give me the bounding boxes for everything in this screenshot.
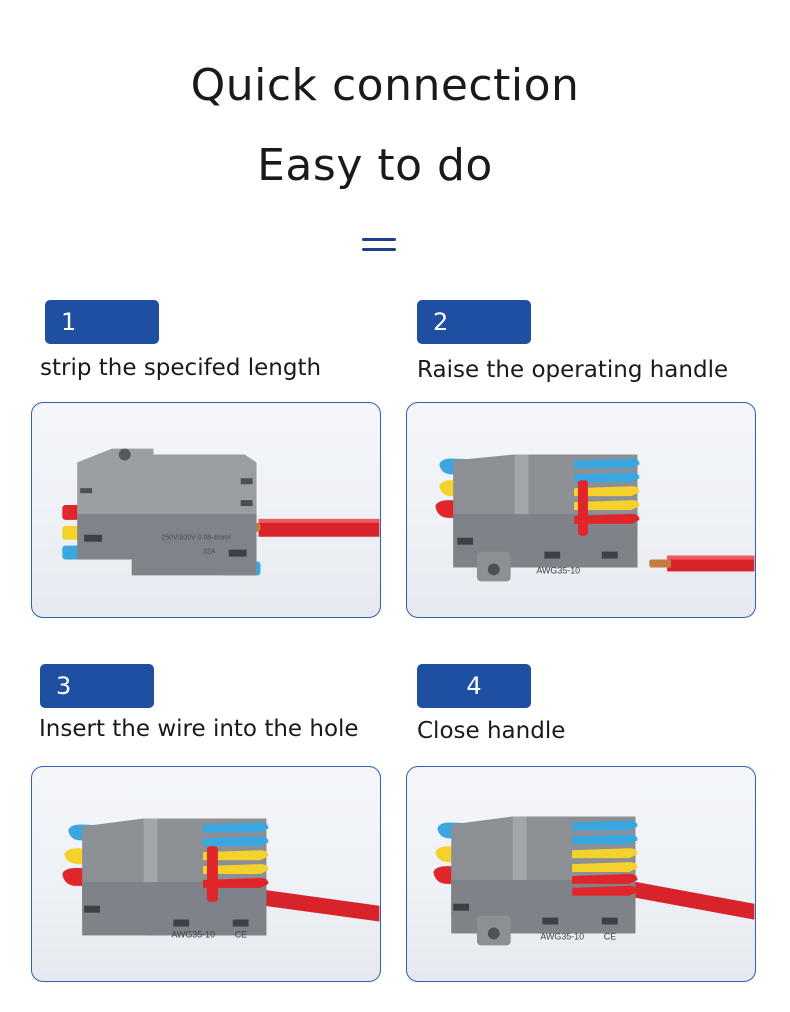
ce-mark: CE — [235, 929, 247, 939]
rating-mark: 250V/600V 0.08-4mm² — [161, 535, 231, 542]
step-caption-2: Raise the operating handle — [417, 357, 729, 383]
step-image-3: AWG35-10 CE — [31, 766, 381, 982]
step-badge-2: 2 — [417, 300, 531, 344]
step-caption-3: Insert the wire into the hole — [39, 716, 359, 742]
model-mark: AWG35-10 — [171, 929, 215, 939]
ce-mark: CE — [604, 931, 616, 941]
step-badge-4: 4 — [417, 664, 531, 708]
step-caption-1: strip the specifed length — [40, 355, 322, 381]
step-image-1: 250V/600V 0.08-4mm² 32A — [31, 402, 381, 618]
model-mark: AWG35-10 — [540, 931, 584, 941]
step-image-4: AWG35-10 CE — [406, 766, 756, 982]
page-title-line-2: Easy to do — [257, 140, 493, 191]
current-mark: 32A — [203, 549, 216, 556]
step-badge-3: 3 — [40, 664, 154, 708]
step-badge-1: 1 — [45, 300, 159, 344]
step-image-2: AWG35-10 — [406, 402, 756, 618]
model-mark: AWG35-10 — [536, 565, 580, 575]
equals-divider-icon — [362, 238, 396, 254]
step-caption-4: Close handle — [417, 718, 566, 744]
page-title-line-1: Quick connection — [190, 60, 580, 111]
